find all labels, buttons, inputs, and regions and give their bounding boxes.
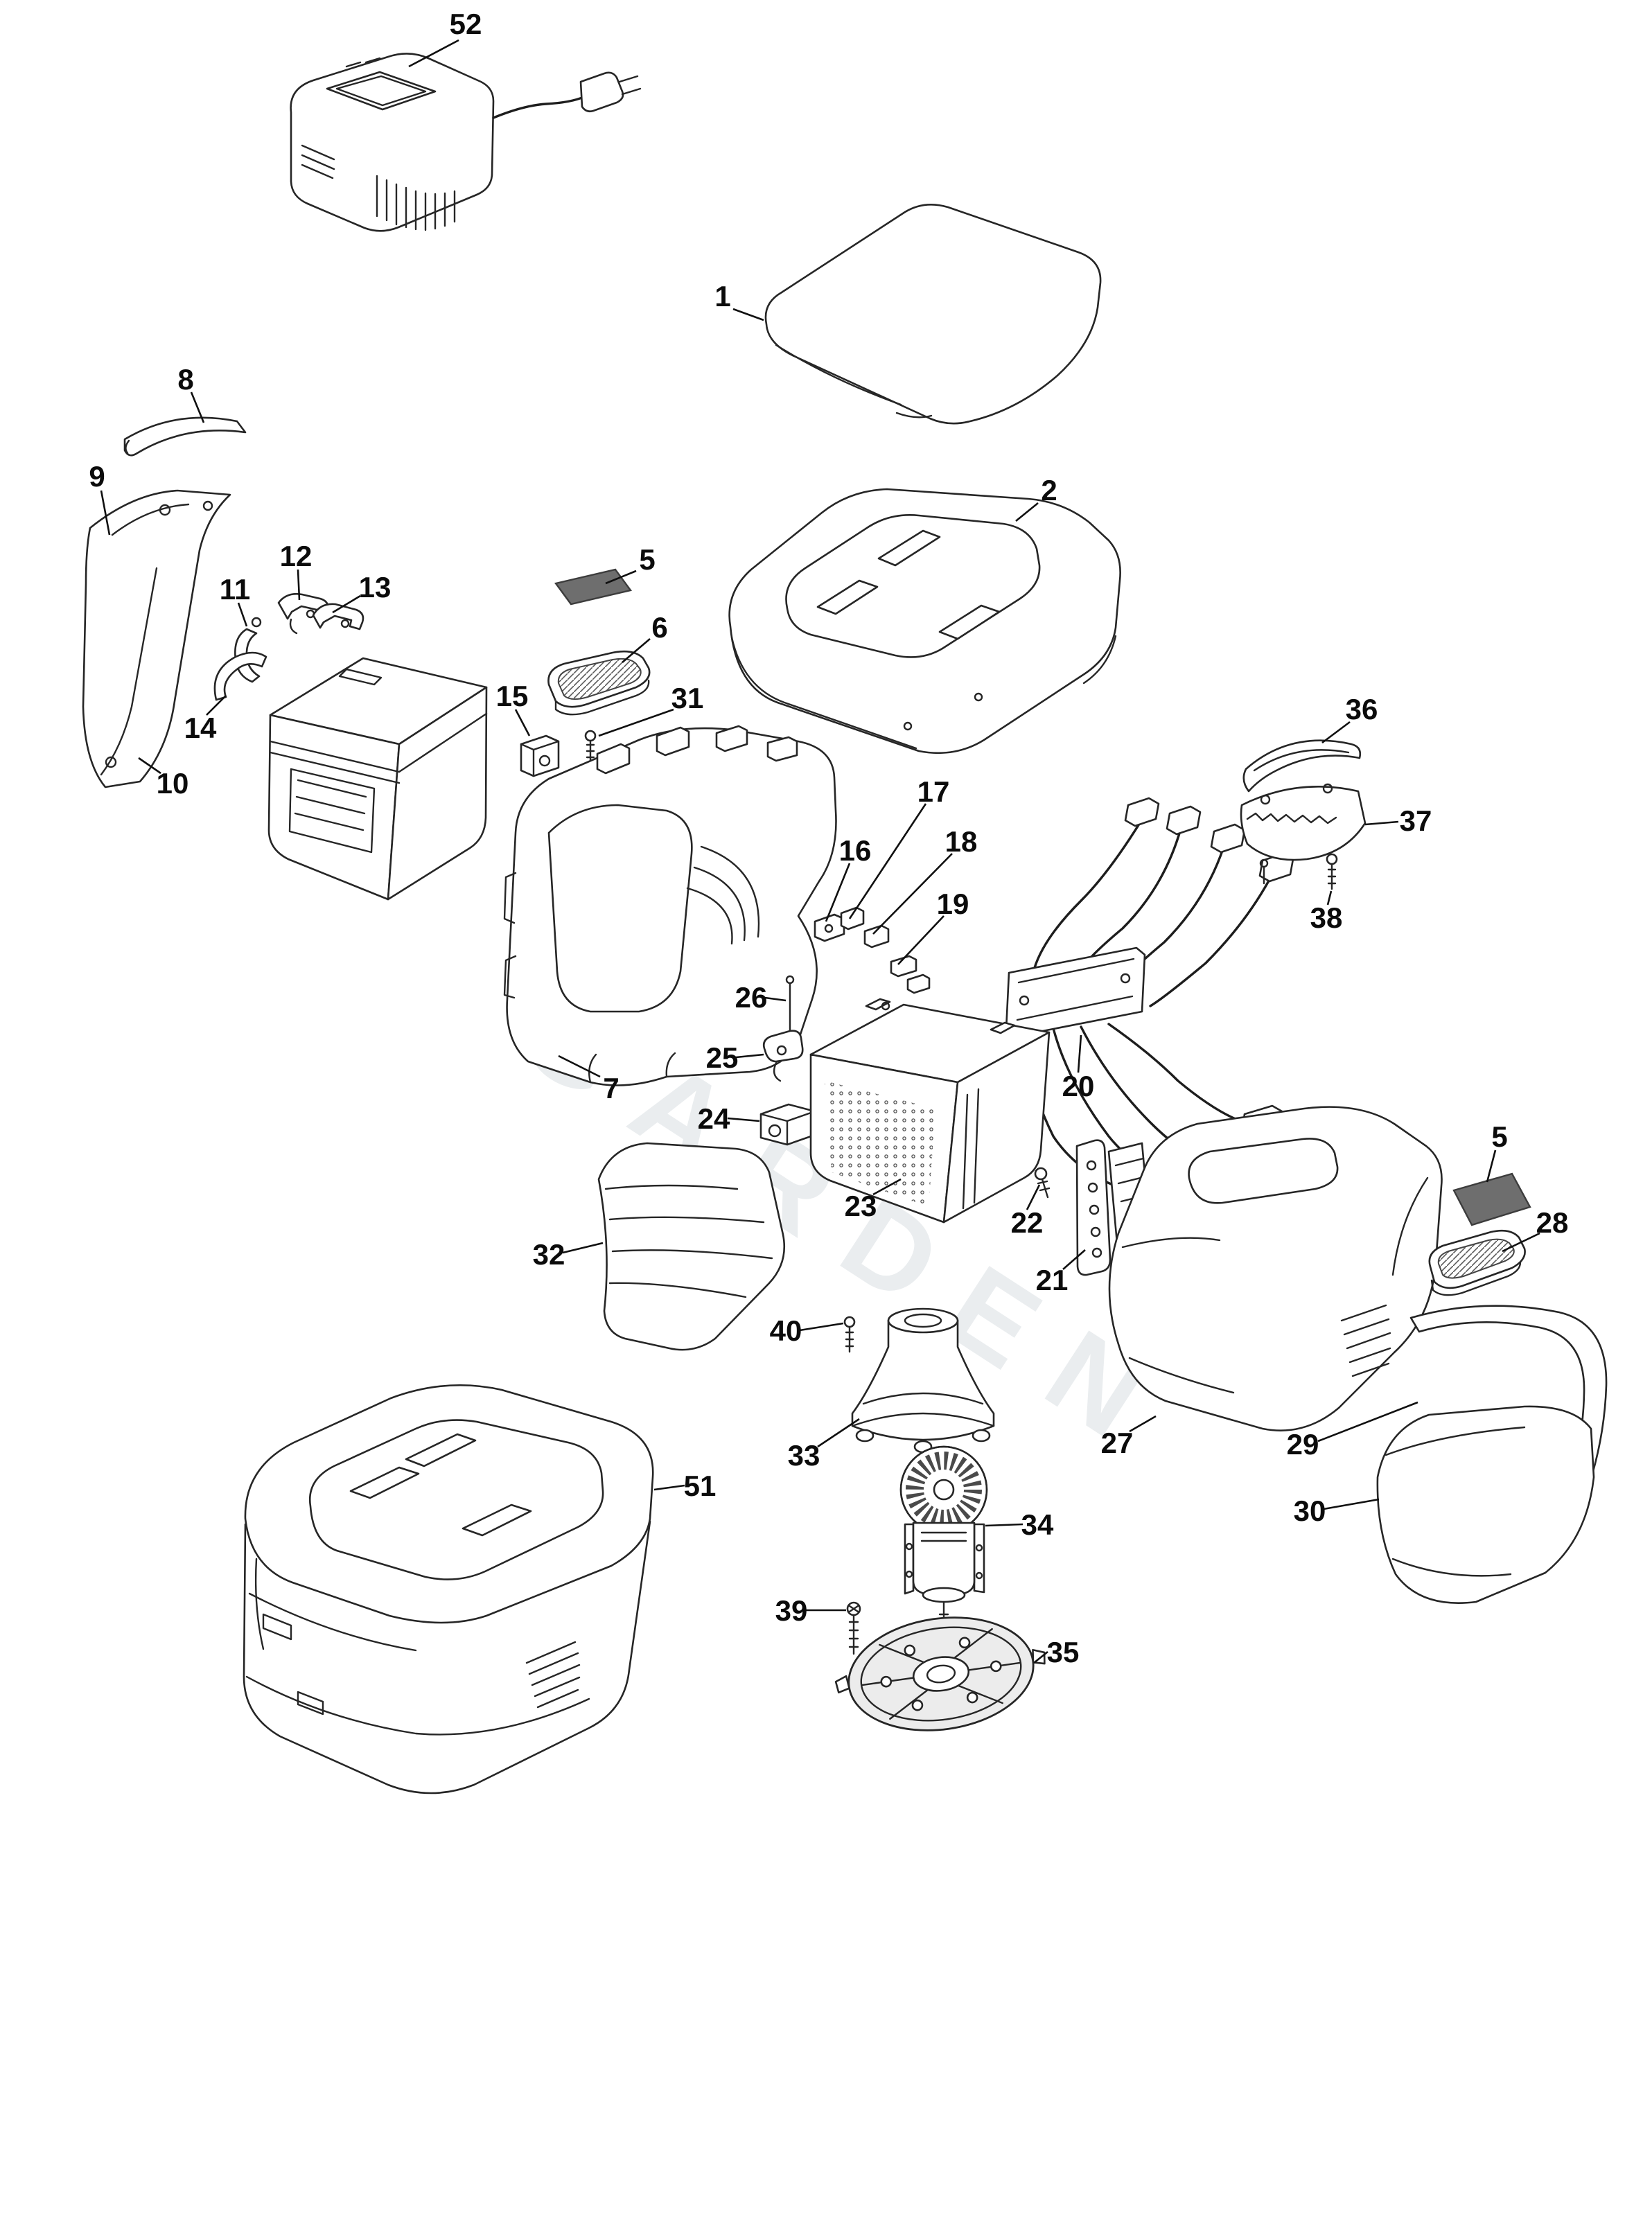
part-screw-38 (1326, 853, 1338, 890)
part-clamp-bracket-11 (234, 617, 262, 683)
part-callout-34: 34 (1021, 1508, 1054, 1541)
part-callout-38: 38 (1310, 901, 1343, 934)
part-callout-52: 52 (449, 8, 482, 40)
part-foam-pad-5b (1452, 1172, 1531, 1226)
part-callout-37: 37 (1399, 804, 1432, 837)
part-callout-20: 20 (1062, 1070, 1095, 1102)
part-chassis-frame (503, 725, 837, 1086)
part-callout-27: 27 (1100, 1427, 1134, 1459)
part-block-24 (759, 1103, 816, 1146)
part-callout-26: 26 (735, 981, 768, 1014)
part-callout-32: 32 (532, 1238, 565, 1271)
part-screw-31 (584, 730, 597, 761)
part-callout-1: 1 (714, 280, 731, 312)
part-handle-bracket-14 (213, 651, 267, 701)
part-clamp-bracket-13 (312, 603, 364, 631)
part-left-side-panel (82, 489, 231, 788)
part-connector-19 (890, 955, 931, 994)
part-main-body-51 (243, 1384, 654, 1795)
part-callout-35: 35 (1046, 1636, 1080, 1668)
part-callout-8: 8 (177, 363, 194, 396)
part-callout-7: 7 (603, 1072, 620, 1104)
part-callout-5a: 5 (639, 543, 656, 576)
part-callout-39: 39 (775, 1594, 808, 1627)
part-callout-18: 18 (944, 825, 978, 858)
part-connector-16 (814, 913, 845, 942)
part-callout-33: 33 (787, 1439, 820, 1472)
part-rear-panel-30 (1376, 1405, 1595, 1604)
part-callout-10: 10 (156, 767, 189, 800)
part-filter-28 (1428, 1229, 1526, 1296)
part-callout-11: 11 (219, 573, 251, 606)
part-callout-17: 17 (917, 775, 950, 808)
leader-lines (100, 39, 1540, 1664)
part-callout-22: 22 (1010, 1206, 1044, 1239)
part-callout-19: 19 (936, 888, 969, 920)
part-mount-block-15 (520, 734, 560, 777)
part-callout-51: 51 (683, 1470, 717, 1502)
part-callout-15: 15 (495, 680, 529, 712)
part-screw-22 (1034, 1167, 1051, 1199)
part-battery-pack (267, 657, 488, 901)
part-foam-pad-5a (554, 568, 633, 606)
part-callout-16: 16 (838, 834, 872, 867)
part-callout-29: 29 (1286, 1428, 1319, 1461)
part-top-lid (764, 204, 1102, 425)
part-callout-5b: 5 (1491, 1120, 1508, 1153)
part-callout-9: 9 (89, 460, 105, 493)
part-callout-13: 13 (358, 571, 392, 603)
part-connector-17 (840, 906, 865, 931)
part-right-housing (1108, 1106, 1443, 1431)
part-callout-21: 21 (1035, 1264, 1069, 1296)
part-callout-12: 12 (279, 540, 313, 572)
part-callout-36: 36 (1345, 693, 1378, 725)
part-bracket-25 (762, 1030, 804, 1082)
part-motor-34 (899, 1445, 988, 1627)
part-callout-40: 40 (769, 1314, 802, 1347)
part-callout-25: 25 (705, 1041, 739, 1074)
part-callout-14: 14 (184, 712, 217, 744)
part-handle-base-37 (1240, 783, 1367, 885)
part-side-panel-32 (597, 1142, 786, 1351)
part-callout-2: 2 (1041, 474, 1057, 506)
part-battery-charger (290, 53, 642, 232)
part-handle-top-36 (1242, 739, 1362, 793)
part-trim-strip (123, 416, 247, 457)
part-top-cover (728, 488, 1121, 755)
part-callout-6: 6 (651, 611, 668, 644)
part-filter-6 (547, 650, 651, 716)
part-base-plate-35 (834, 1616, 1046, 1731)
part-connector-18 (863, 924, 890, 949)
part-control-box (809, 998, 1051, 1224)
part-callout-28: 28 (1536, 1206, 1569, 1239)
part-callout-30: 30 (1293, 1494, 1326, 1527)
part-callout-31: 31 (671, 682, 704, 714)
part-callout-24: 24 (697, 1102, 730, 1135)
part-screw-39 (846, 1601, 861, 1655)
part-screw-40 (843, 1316, 856, 1353)
part-callout-23: 23 (844, 1190, 877, 1222)
